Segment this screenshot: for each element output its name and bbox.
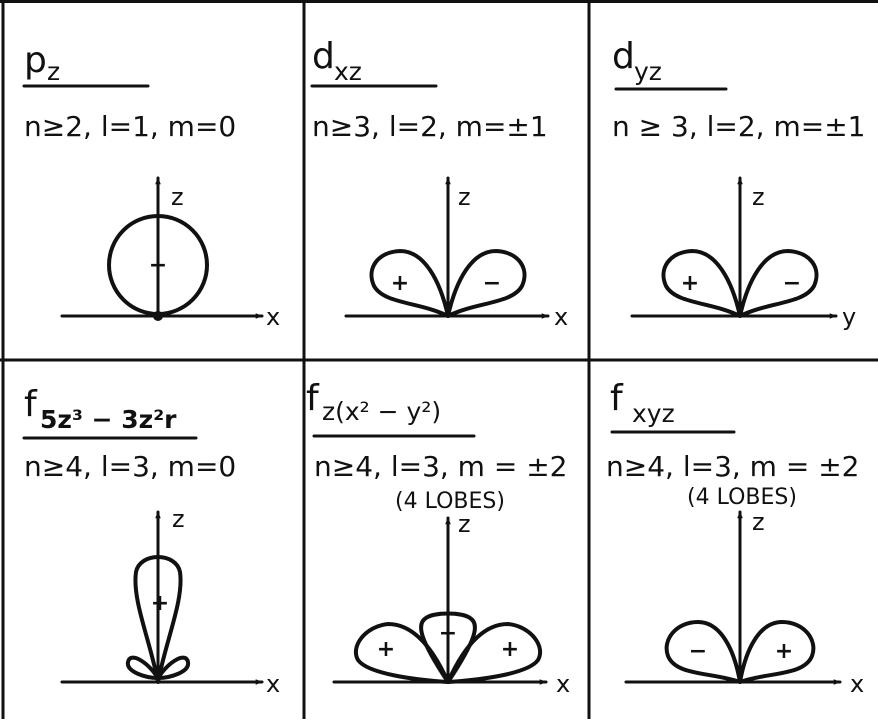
orbital-name-subscript: z [47,57,60,86]
lobe-right [446,622,542,684]
lobe-sign: − [439,621,457,646]
panel-pz: p z n≥2, l=1, m=0 z x + [22,40,280,331]
lobe-left [664,620,742,684]
lobe-count-note: (4 LOBES) [395,489,505,514]
horizontal-axis-label: x [266,670,280,698]
lobe-right [738,620,816,684]
lobe-right [446,249,527,318]
panel-dxz: d xz n≥3, l=2, m=±1 z x + − [310,36,568,331]
lobe-sign: − [783,271,801,296]
orbital-name-subscript: yz [634,57,662,86]
lobe-sign: + [391,271,409,296]
orbital-name-subscript: 5z³ − 3z²r [40,405,177,434]
vertical-axis-label: z [172,505,185,533]
lobe-count-note: (4 LOBES) [687,485,797,510]
panel-f-zx2y2: f z(x² − y²) n≥4, l=3, m = ±2 (4 LOBES) … [306,378,570,698]
orbital-name-main: f [24,384,38,425]
vertical-axis-label: z [752,508,765,536]
orbital-name-main: d [612,36,635,77]
horizontal-axis-label: x [266,303,280,331]
small-lobe-left [125,655,160,680]
lobe-right [738,249,819,318]
horizontal-axis-label: x [554,303,568,331]
panel-dyz: d yz n ≥ 3, l=2, m=±1 z y + − [612,36,866,331]
orbital-name-subscript: xz [334,57,362,86]
vertical-axis-label: z [171,183,184,211]
small-lobe-right [156,655,191,680]
lobe-sign: + [775,639,793,664]
lobe-sign: + [149,253,167,278]
lobe-sign: − [689,639,707,664]
orbital-name-main: f [306,378,320,419]
orbital-name-main: p [24,40,47,81]
panel-f-5z3-3z2r: f 5z³ − 3z²r n≥4, l=3, m=0 z x + [22,384,280,698]
lobe-sign: + [151,591,169,616]
quantum-numbers: n≥4, l=3, m=0 [24,450,236,483]
vertical-axis-label: z [458,510,471,538]
lobe-left [354,622,450,684]
vertical-axis-label: z [458,183,471,211]
orbital-name-main: f [610,378,624,419]
lobe-sign: + [501,637,519,662]
quantum-numbers: n≥4, l=3, m = ±2 [314,450,568,483]
quantum-numbers: n≥4, l=3, m = ±2 [606,450,860,483]
lobe-upper [133,555,183,684]
horizontal-axis-label: x [556,670,570,698]
lobe-middle [419,611,477,684]
lobe-sign: − [483,271,501,296]
panel-fxyz: f xyz n≥4, l=3, m = ±2 (4 LOBES) z x − + [606,378,864,698]
lobe-sign: + [377,637,395,662]
quantum-numbers: n≥3, l=2, m=±1 [312,110,548,143]
vertical-axis-label: z [752,183,765,211]
lobe-left [369,249,450,318]
quantum-numbers: n ≥ 3, l=2, m=±1 [612,110,866,143]
lobe-left [661,249,742,318]
quantum-numbers: n≥2, l=1, m=0 [24,110,236,143]
nucleus-dot [153,311,163,321]
lobe-sign: + [681,271,699,296]
horizontal-axis-label: x [850,670,864,698]
orbital-name-subscript: xyz [632,399,675,428]
horizontal-axis-label: y [842,303,856,331]
orbital-name-main: d [312,36,335,77]
orbital-name-subscript: z(x² − y²) [322,397,441,426]
